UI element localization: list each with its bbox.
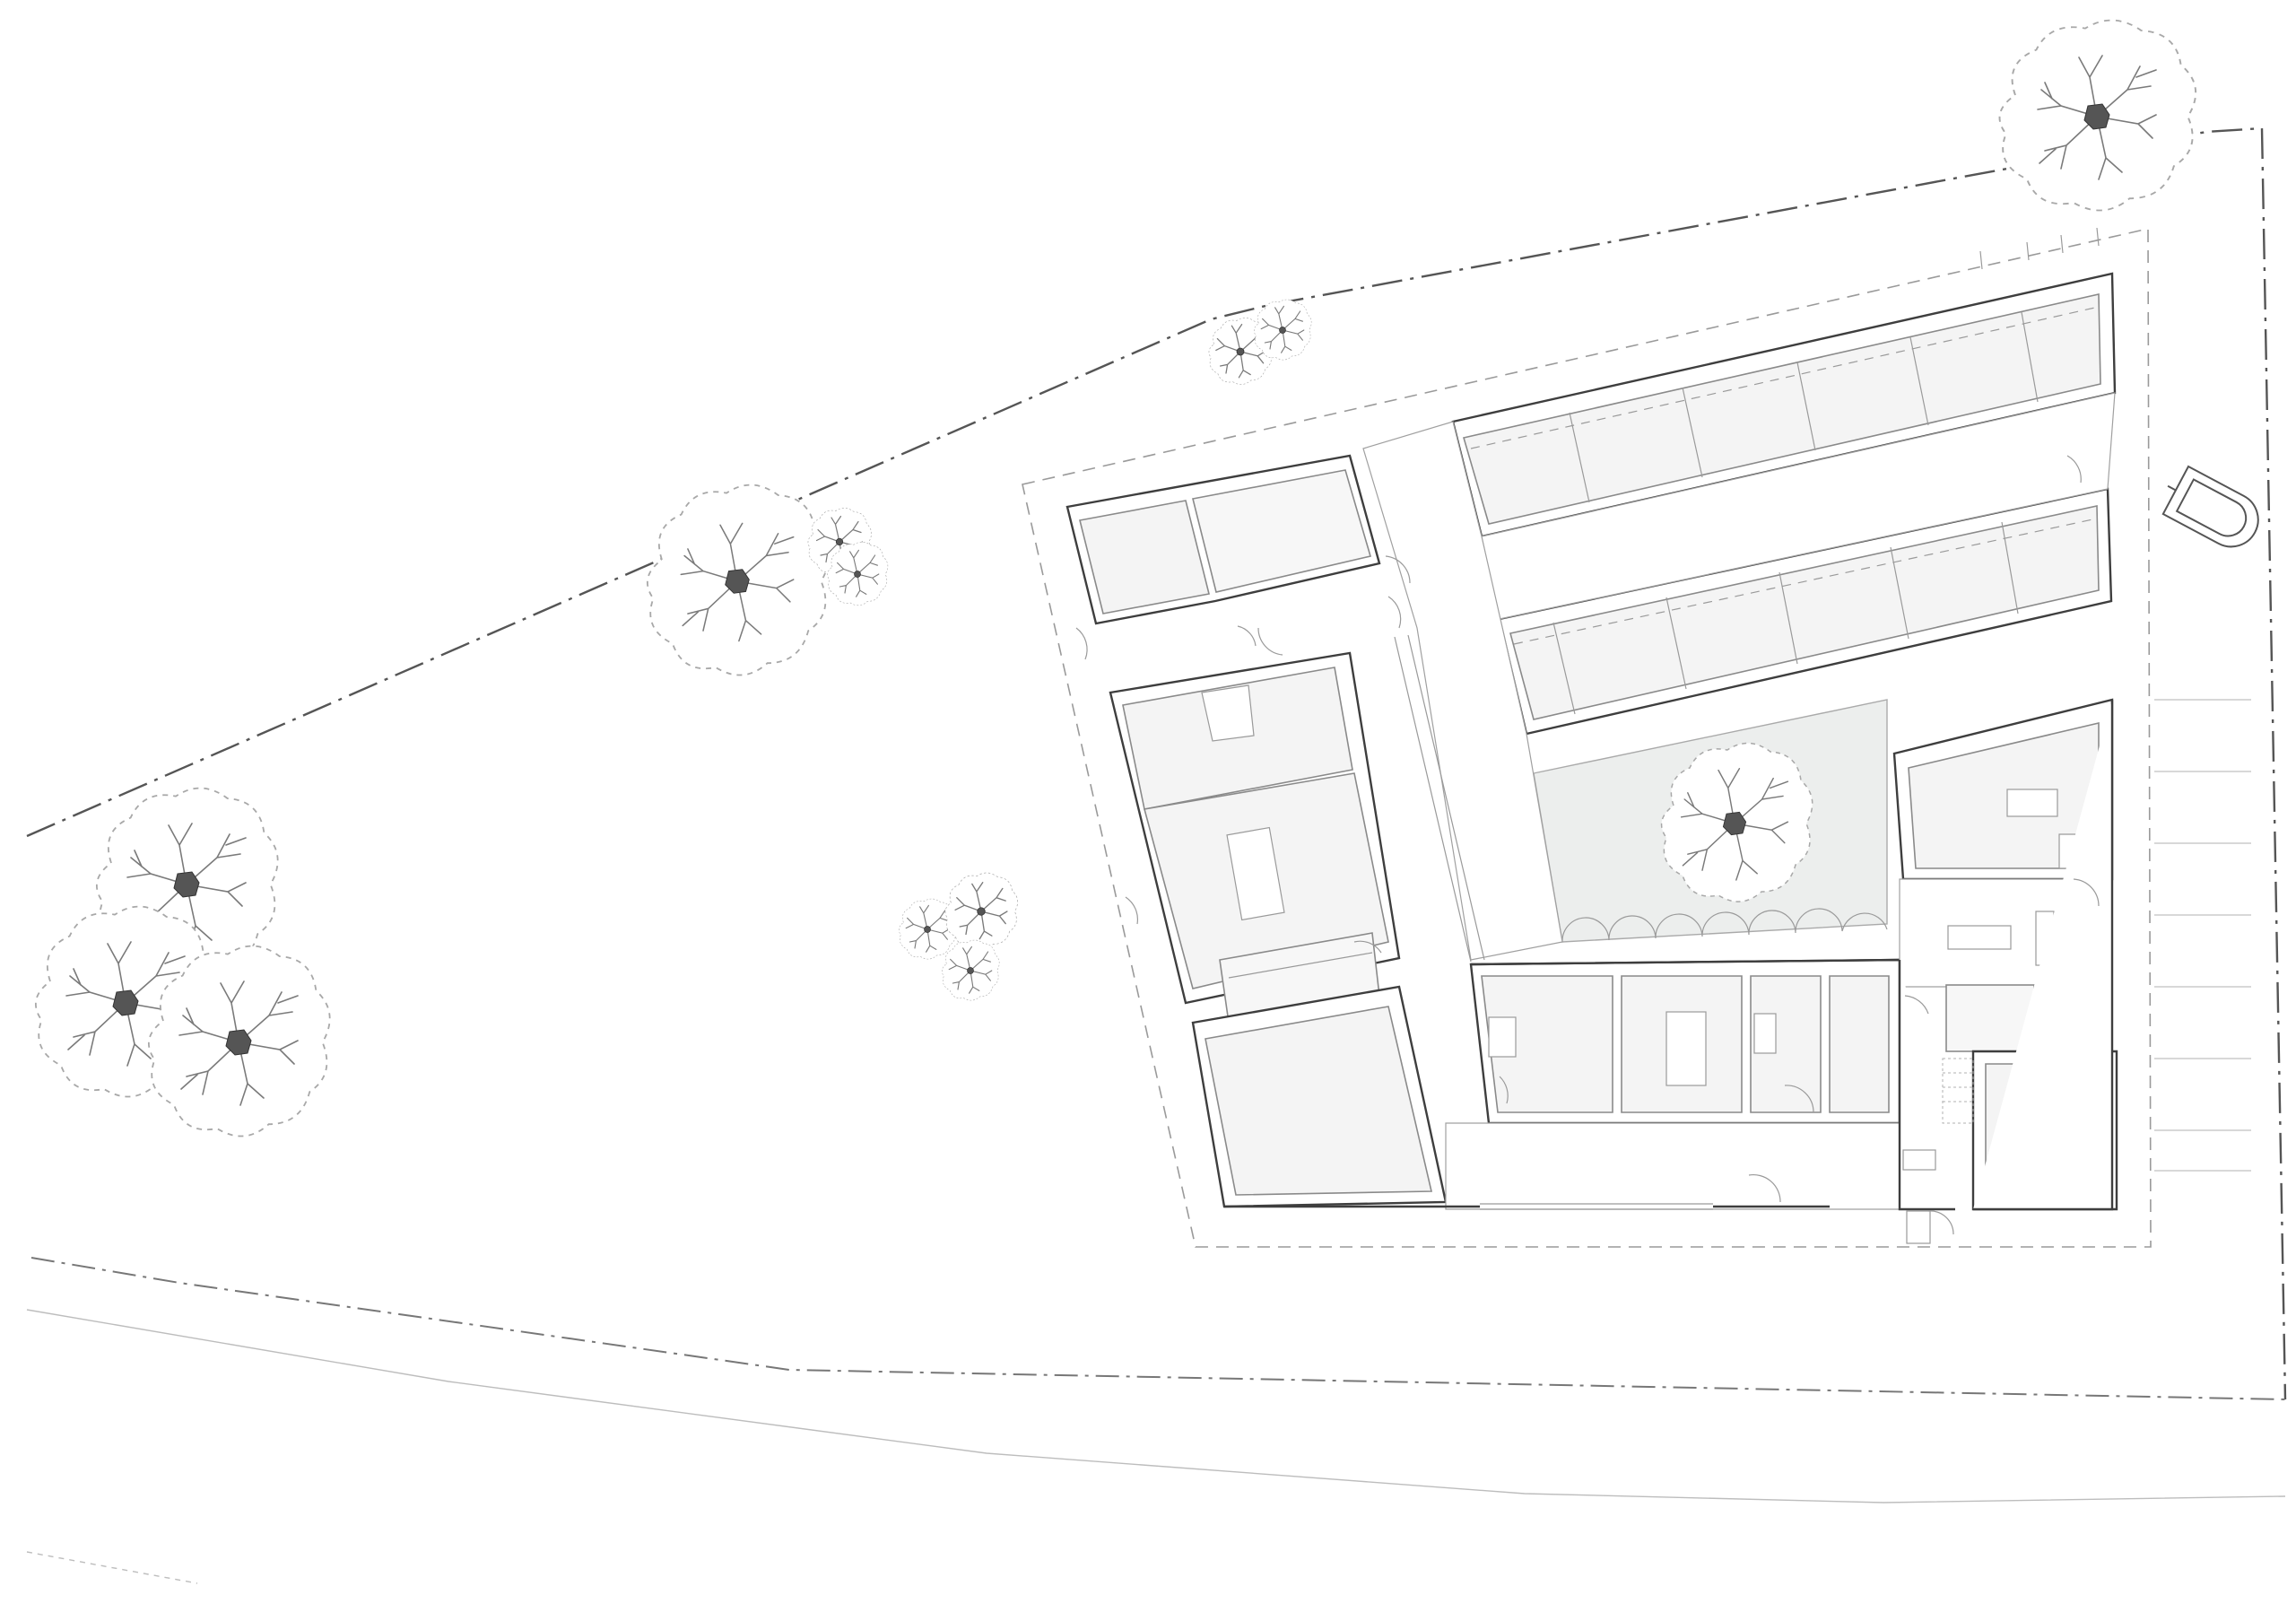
west-wing-middle [1109, 651, 1401, 1024]
west-wing-top-room [1065, 454, 1381, 625]
north-entrance [1979, 227, 2100, 270]
tree-icon [944, 872, 1019, 950]
tree-icon [646, 484, 830, 676]
site-boundary [26, 126, 2287, 1584]
building-setback-outline [1022, 227, 2152, 1248]
tree-icon [942, 939, 1000, 1001]
door-swing-icon [1075, 455, 2100, 1235]
south-wing [1469, 958, 1901, 1125]
entry-stair [1902, 1058, 1974, 1244]
west-corridor [1362, 421, 1563, 961]
parking-stalls [2154, 699, 2251, 1172]
chapel-icon [2161, 465, 2259, 548]
south-corridor [1445, 1122, 1900, 1210]
courtyard [1533, 699, 1888, 943]
tree-icon [1998, 19, 2197, 212]
west-wing-bottom-room [1191, 985, 1448, 1208]
east-wing-upper [1892, 698, 2114, 881]
tree-icon [1254, 299, 1312, 361]
